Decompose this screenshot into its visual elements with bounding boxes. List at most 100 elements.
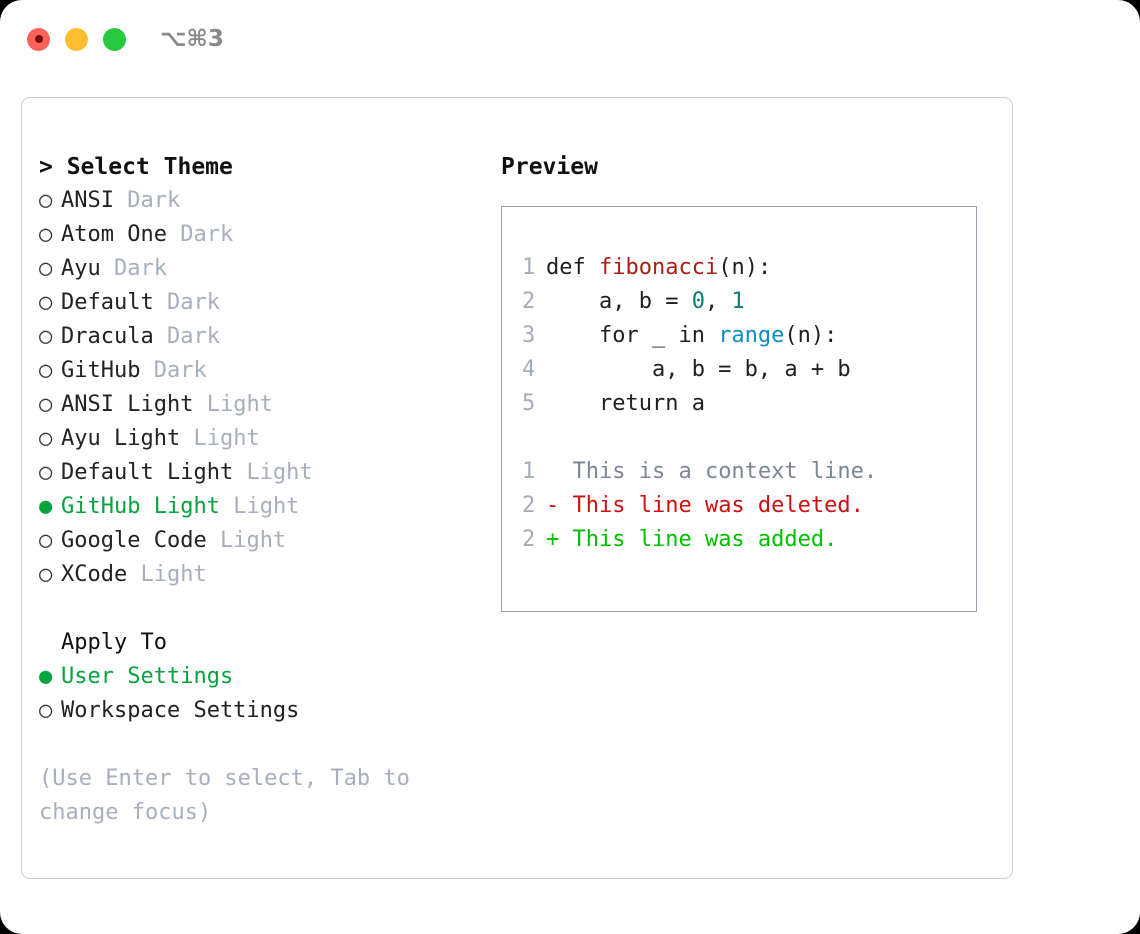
- diff-line-number: 2: [522, 493, 536, 518]
- apply-to-header: Apply To: [61, 630, 167, 655]
- code-token: (n):: [718, 255, 772, 280]
- radio-unselected-icon: ○: [39, 358, 53, 383]
- theme-name: Ayu: [61, 256, 101, 281]
- theme-list-item[interactable]: ○Atom One Dark: [39, 218, 489, 252]
- diff-text: This line was deleted.: [559, 493, 864, 518]
- theme-variant-tag: Light: [206, 392, 273, 417]
- preview-gap: [522, 421, 976, 455]
- theme-list-item[interactable]: ○ Ayu Light Light: [39, 422, 489, 456]
- apply-to-label: User Settings: [61, 664, 234, 689]
- theme-variant-tag: Dark: [166, 324, 220, 349]
- diff-marker: +: [546, 527, 560, 552]
- zoom-button[interactable]: [103, 27, 126, 51]
- theme-list-item[interactable]: ○GitHub Dark: [39, 354, 489, 388]
- radio-unselected-icon: ○: [39, 562, 53, 587]
- code-token: range: [718, 323, 785, 348]
- panel-columns: > Select Theme ○ANSI Dark○Atom One Dark○…: [22, 98, 1012, 878]
- code-token: for _ in: [546, 323, 719, 348]
- radio-unselected-icon: ○: [39, 256, 53, 281]
- theme-list-item[interactable]: ○ Dracula Dark: [39, 320, 489, 354]
- theme-name: Default: [61, 290, 154, 315]
- apply-to-item[interactable]: ○Workspace Settings: [39, 694, 489, 728]
- theme-list-item[interactable]: ○ Default Light Light: [39, 456, 489, 490]
- diff-line-number: 1: [522, 459, 536, 484]
- radio-unselected-icon: ○: [39, 460, 53, 485]
- radio-unselected-icon: ○: [39, 324, 53, 349]
- code-line-number: 5: [522, 391, 536, 416]
- radio-unselected-icon: ○: [39, 188, 53, 213]
- content-panel: > Select Theme ○ANSI Dark○Atom One Dark○…: [21, 97, 1013, 879]
- theme-variant-tag: Light: [193, 426, 260, 451]
- list-spacer: [39, 592, 489, 626]
- theme-name: ANSI Light: [61, 392, 194, 417]
- theme-list-item[interactable]: ○Ayu Dark: [39, 252, 489, 286]
- theme-variant-tag: Light: [233, 494, 300, 519]
- code-line-number: 1: [522, 255, 536, 280]
- code-token: a, b =: [546, 289, 692, 314]
- diff-line: 1 This is a context line.: [522, 455, 976, 489]
- code-line: 4 a, b = b, a + b: [522, 353, 976, 387]
- code-token: a, b = b, a + b: [546, 357, 851, 382]
- theme-name: Atom One: [61, 222, 167, 247]
- theme-name: Google Code: [61, 528, 207, 553]
- code-line-number: 3: [522, 323, 536, 348]
- theme-name: XCode: [61, 562, 128, 587]
- theme-variant-tag: Light: [246, 460, 313, 485]
- minimize-button[interactable]: [65, 27, 88, 51]
- radio-unselected-icon: ○: [39, 698, 53, 723]
- preview-title: Preview: [501, 154, 598, 180]
- code-line: 5 return a: [522, 387, 976, 421]
- diff-line: 2 + This line was added.: [522, 523, 976, 557]
- theme-list-item[interactable]: ○ Google Code Light: [39, 524, 489, 558]
- theme-picker-column: > Select Theme ○ANSI Dark○Atom One Dark○…: [39, 150, 489, 830]
- radio-unselected-icon: ○: [39, 290, 53, 315]
- code-line: 2 a, b = 0, 1: [522, 285, 976, 319]
- title-bar: ⌥⌘3: [0, 0, 1140, 78]
- theme-variant-tag: Light: [140, 562, 207, 587]
- radio-selected-icon: ●: [39, 664, 53, 689]
- diff-line-number: 2: [522, 527, 536, 552]
- code-token: fibonacci: [598, 255, 719, 280]
- theme-variant-tag: Dark: [153, 358, 207, 383]
- close-icon: [34, 35, 43, 43]
- theme-list: ○ANSI Dark○Atom One Dark○Ayu Dark○Defaul…: [39, 184, 489, 592]
- radio-unselected-icon: ○: [39, 392, 53, 417]
- diff-text: This is a context line.: [559, 459, 878, 484]
- radio-selected-icon: ●: [39, 494, 53, 519]
- code-line: 3 for _ in range(n):: [522, 319, 976, 353]
- code-line-number: 2: [522, 289, 536, 314]
- theme-name: GitHub Light: [61, 494, 220, 519]
- theme-variant-tag: Dark: [180, 222, 234, 247]
- code-token: def: [546, 255, 599, 280]
- close-button[interactable]: [27, 27, 50, 51]
- code-token: 0: [691, 289, 705, 314]
- code-line-number: 4: [522, 357, 536, 382]
- diff-marker: [546, 459, 559, 484]
- apply-to-list: ● User Settings ○Workspace Settings: [39, 660, 489, 728]
- theme-variant-tag: Dark: [127, 188, 181, 213]
- diff-marker: -: [546, 493, 560, 518]
- radio-unselected-icon: ○: [39, 426, 53, 451]
- theme-list-item[interactable]: ○ XCode Light: [39, 558, 489, 592]
- radio-unselected-icon: ○: [39, 528, 53, 553]
- theme-list-item[interactable]: ● GitHub Light Light: [39, 490, 489, 524]
- theme-name: Ayu Light: [61, 426, 181, 451]
- theme-variant-tag: Dark: [166, 290, 220, 315]
- diff-preview: 1 This is a context line.2- This line wa…: [522, 455, 976, 557]
- apply-to-item[interactable]: ● User Settings: [39, 660, 489, 694]
- theme-list-item[interactable]: ○ Default Dark: [39, 286, 489, 320]
- theme-variant-tag: Light: [219, 528, 287, 553]
- diff-line: 2- This line was deleted.: [522, 489, 976, 523]
- code-token: ,: [704, 289, 732, 314]
- theme-name: ANSI: [61, 188, 114, 213]
- theme-list-item[interactable]: ○ ANSI Light Light: [39, 388, 489, 422]
- theme-name: Dracula: [61, 324, 154, 349]
- code-token: return a: [546, 391, 705, 416]
- code-line: 1 def fibonacci(n):: [522, 251, 976, 285]
- theme-name: Default Light: [61, 460, 234, 485]
- theme-list-item[interactable]: ○ ANSI Dark: [39, 184, 489, 218]
- diff-text: This line was added.: [559, 527, 838, 552]
